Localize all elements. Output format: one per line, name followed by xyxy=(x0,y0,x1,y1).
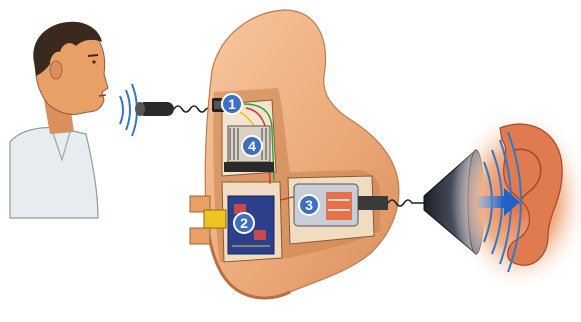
sound-wave-icon xyxy=(120,84,137,136)
callout-1: 1 xyxy=(222,94,242,114)
svg-text:4: 4 xyxy=(248,138,256,154)
callout-2: 2 xyxy=(234,213,254,233)
hearing-aid-shell xyxy=(190,10,399,298)
callout-3: 3 xyxy=(299,195,319,215)
callout-4: 4 xyxy=(242,136,262,156)
svg-text:2: 2 xyxy=(240,215,248,231)
svg-text:1: 1 xyxy=(228,96,236,112)
person-speaking xyxy=(10,22,108,218)
svg-text:3: 3 xyxy=(305,197,313,213)
microphone-icon xyxy=(135,102,212,116)
